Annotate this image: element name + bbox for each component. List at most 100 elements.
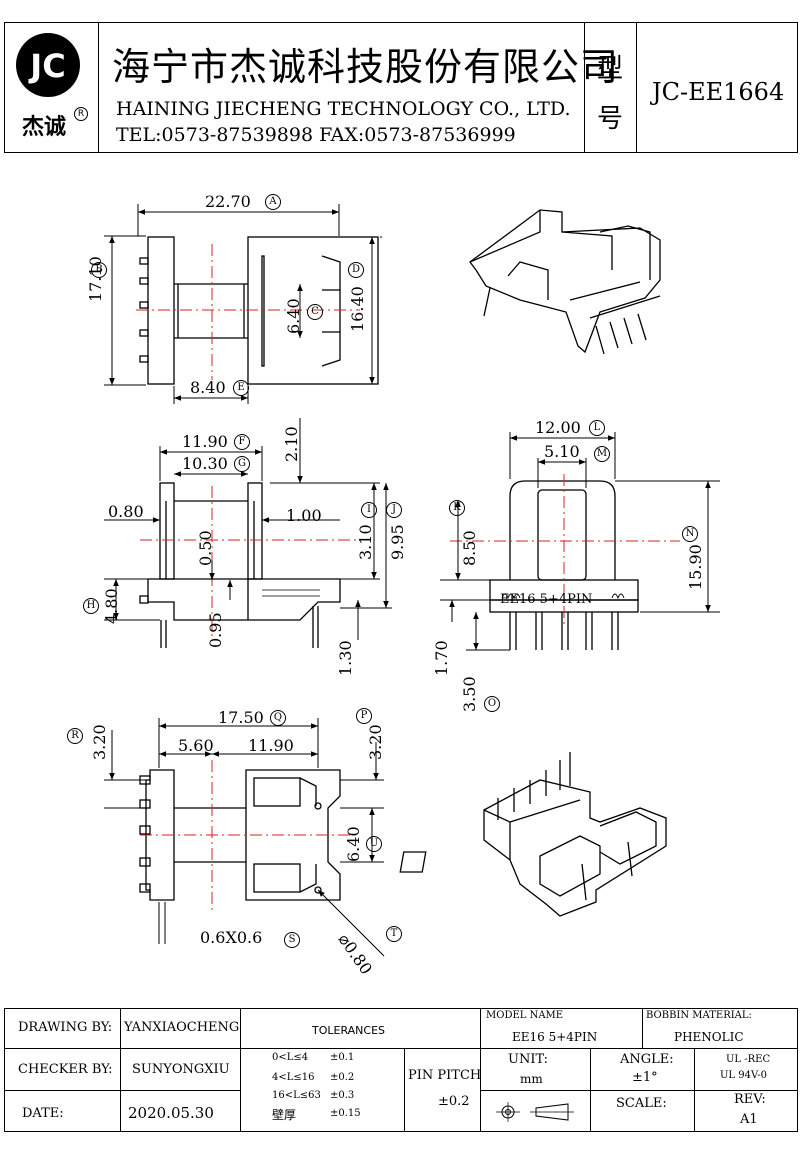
- drawing-by-value: YANXIAOCHENG: [124, 1020, 240, 1035]
- marker-R: R: [67, 728, 83, 744]
- marker-J: J: [386, 502, 402, 518]
- footer-col-4: [480, 1008, 481, 1132]
- dim-side-100: 1.00: [286, 506, 322, 525]
- dim-side-g: 10.30: [182, 454, 228, 473]
- tolerances-label: TOLERANCES: [312, 1024, 386, 1037]
- header-divider-3: [636, 22, 637, 153]
- dim-side-480: 4.80: [102, 588, 121, 624]
- dim-top-d: 16.40: [348, 286, 367, 332]
- tol-range-3: 16<L≤63: [272, 1090, 321, 1101]
- dim-side-095: 0.95: [206, 612, 225, 648]
- model-name-value: EE16 5+4PIN: [512, 1030, 598, 1044]
- footer-col-2: [240, 1008, 241, 1132]
- tol-value-1: ±0.1: [330, 1052, 355, 1063]
- dim-bot-u: 6.40: [344, 826, 363, 862]
- front-view: [440, 432, 720, 651]
- marker-T: T: [386, 926, 402, 942]
- dim-bot-1190: 11.90: [248, 736, 294, 755]
- marker-F: F: [234, 434, 250, 450]
- model-value: JC-EE1664: [652, 78, 785, 106]
- logo-circle: [16, 33, 80, 97]
- date-label: DATE:: [22, 1106, 64, 1121]
- scale-label: SCALE:: [616, 1096, 667, 1111]
- angle-value: ±1°: [632, 1070, 658, 1085]
- dim-side-310: 3.10: [356, 524, 375, 560]
- dim-bot-560: 5.60: [178, 736, 214, 755]
- pin-pitch-label: PIN PITCH: [408, 1068, 482, 1083]
- dim-front-label: EE16 5+4PIN: [500, 592, 593, 607]
- header-divider-2: [584, 22, 585, 153]
- marker-S: S: [284, 932, 300, 948]
- marker-C: C: [307, 304, 323, 320]
- checker-by-label: CHECKER BY:: [18, 1062, 113, 1077]
- dim-side-080: 0.80: [108, 502, 144, 521]
- date-value: 2020.05.30: [128, 1104, 214, 1122]
- logo-text: JC: [30, 47, 66, 85]
- footer-row-2: [4, 1090, 240, 1091]
- marker-D: D: [348, 262, 364, 278]
- model-name-label: MODEL NAME: [486, 1010, 564, 1021]
- marker-B: B: [91, 262, 107, 278]
- footer-col-1: [120, 1008, 121, 1132]
- dim-front-350: 3.50: [460, 676, 479, 712]
- dim-side-050: 0.50: [196, 530, 215, 566]
- model-label-1: 型: [597, 54, 624, 84]
- header-divider-1: [98, 22, 99, 153]
- unit-value: mm: [520, 1072, 543, 1086]
- footer-col-6: [642, 1008, 643, 1048]
- footer-col-5: [590, 1048, 591, 1132]
- dim-front-k: 8.50: [460, 530, 479, 566]
- dim-bot-q: 17.50: [218, 708, 264, 727]
- marker-A: A: [265, 194, 281, 210]
- dim-top-c: 6.40: [284, 298, 303, 334]
- bobbin-material-value: PHENOLIC: [674, 1030, 744, 1044]
- tol-range-1: 0<L≤4: [272, 1052, 309, 1063]
- side-view: [104, 418, 392, 648]
- checker-by-value: SUNYONGXIU: [132, 1062, 230, 1077]
- marker-O: O: [484, 696, 500, 712]
- dim-side-210: 2.10: [282, 426, 301, 462]
- marker-I: I: [361, 502, 377, 518]
- dim-front-170: 1.70: [432, 640, 451, 676]
- header-frame: [4, 22, 798, 153]
- bottom-view: [104, 718, 385, 957]
- bobbin-material-label: BOBBIN MATERIAL:: [646, 1010, 752, 1021]
- logo-cn: 杰诚: [22, 115, 67, 140]
- company-name-cn: 海宁市杰诚科技股份有限公司: [112, 45, 620, 89]
- tol-value-3: ±0.3: [330, 1090, 355, 1101]
- marker-Q: Q: [270, 710, 286, 726]
- dim-bot-p: 3.20: [366, 724, 385, 760]
- dim-side-f: 11.90: [182, 432, 228, 451]
- projection-symbol-icon: [496, 1102, 574, 1122]
- dim-top-width: 22.70: [205, 192, 251, 211]
- dim-front-n: 15.90: [686, 544, 705, 590]
- tol-range-2: 4<L≤16: [272, 1072, 315, 1083]
- footer-row-1: [4, 1048, 798, 1049]
- marker-G: G: [234, 456, 250, 472]
- dim-front-l: 12.00: [535, 418, 581, 437]
- iso-view-bottom: [399, 752, 667, 917]
- rev-value: A1: [740, 1112, 758, 1127]
- marker-P: P: [356, 708, 372, 724]
- drawing-canvas: [104, 204, 720, 957]
- dim-side-995: 9.95: [388, 524, 407, 560]
- rev-label: REV:: [734, 1092, 766, 1107]
- tol-range-4: 壁厚: [272, 1108, 297, 1122]
- dim-top-e: 8.40: [190, 378, 226, 397]
- model-label-2: 号: [597, 104, 624, 134]
- company-name-en: HAINING JIECHENG TECHNOLOGY CO., LTD.: [116, 98, 571, 120]
- footer-row-2b: [480, 1090, 798, 1091]
- company-logo: JC 杰诚 R: [10, 27, 92, 147]
- angle-label: ANGLE:: [620, 1052, 674, 1067]
- dim-side-130: 1.30: [336, 640, 355, 676]
- iso-view-top: [469, 209, 661, 355]
- tol-value-4: ±0.15: [330, 1108, 361, 1119]
- marker-U: U: [366, 836, 382, 852]
- marker-E: E: [233, 380, 249, 396]
- dim-bot-s: 0.6X0.6: [200, 928, 263, 947]
- footer-col-7: [694, 1048, 695, 1132]
- marker-M: M: [594, 446, 610, 462]
- company-contact: TEL:0573-87539898 FAX:0573-87536999: [116, 124, 516, 146]
- pin-pitch-value: ±0.2: [438, 1094, 470, 1109]
- footer-col-3: [404, 1048, 405, 1132]
